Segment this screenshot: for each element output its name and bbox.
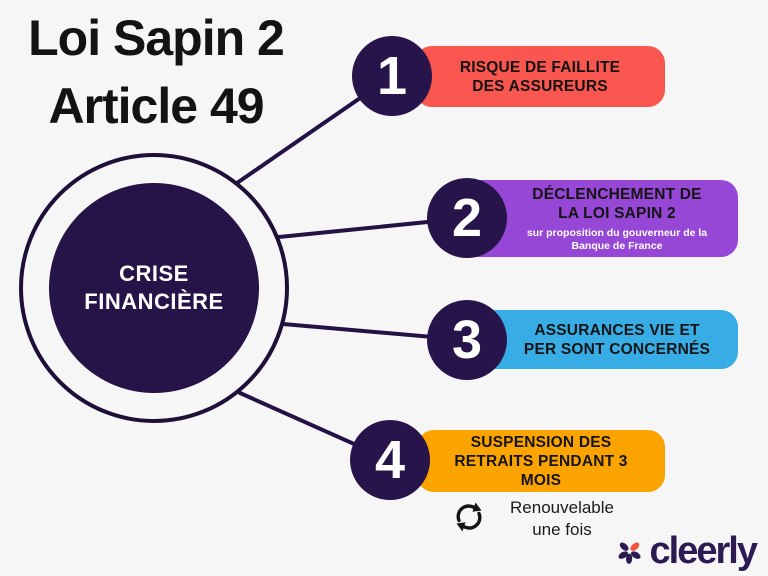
item-4-title-line-1: SUSPENSION DES xyxy=(470,433,612,451)
page-title-line-2: Article 49 xyxy=(48,78,264,134)
item-2-title-line-1: DÉCLENCHEMENT DE xyxy=(532,185,702,203)
item-2-subtitle-line-1: sur proposition du gouverneur de la xyxy=(526,226,708,239)
item-3-title-line-1: ASSURANCES VIE ET xyxy=(534,321,700,339)
renewable-note-line-2: une fois xyxy=(532,520,592,539)
renewable-note: Renouvelable une fois xyxy=(494,497,630,541)
page-title-line-1: Loi Sapin 2 xyxy=(28,10,285,66)
item-2-number-badge: 2 xyxy=(427,178,507,258)
item-3-title-line-2: PER SONT CONCERNÉS xyxy=(523,340,711,358)
item-4-number-badge: 4 xyxy=(350,420,430,500)
center-node: CRISE FINANCIÈRE xyxy=(49,183,259,393)
brand-logo-text: cleerly xyxy=(649,530,758,572)
center-node-ring xyxy=(19,153,289,423)
item-2-number: 2 xyxy=(451,188,483,248)
item-1-title-line-1: RISQUE DE FAILLITE xyxy=(459,58,621,76)
item-4-title-line-3: MOIS xyxy=(520,471,562,489)
item-3-number: 3 xyxy=(451,310,483,370)
center-label-line-1: CRISE xyxy=(119,261,189,286)
asterisk-icon xyxy=(618,542,641,564)
item-1-bar: RISQUE DE FAILLITE DES ASSUREURS xyxy=(415,46,665,107)
item-4-title-line-2: RETRAITS PENDANT 3 xyxy=(454,452,628,470)
item-4-number: 4 xyxy=(374,430,406,490)
page-title: Loi Sapin 2 Article 49 xyxy=(0,4,312,140)
item-4-bar: SUSPENSION DES RETRAITS PENDANT 3 MOIS xyxy=(417,430,665,492)
item-2-subtitle-line-2: Banque de France xyxy=(571,239,663,252)
brand-logo: cleerly xyxy=(616,530,758,572)
item-2-title-line-2: LA LOI SAPIN 2 xyxy=(558,204,676,222)
item-3-number-badge: 3 xyxy=(427,300,507,380)
item-1-number: 1 xyxy=(376,46,408,106)
renewable-note-line-1: Renouvelable xyxy=(510,498,614,517)
center-label-line-2: FINANCIÈRE xyxy=(84,289,224,314)
item-1-number-badge: 1 xyxy=(352,36,432,116)
refresh-arrows-icon xyxy=(456,502,482,532)
item-1-title-line-2: DES ASSUREURS xyxy=(472,77,608,95)
